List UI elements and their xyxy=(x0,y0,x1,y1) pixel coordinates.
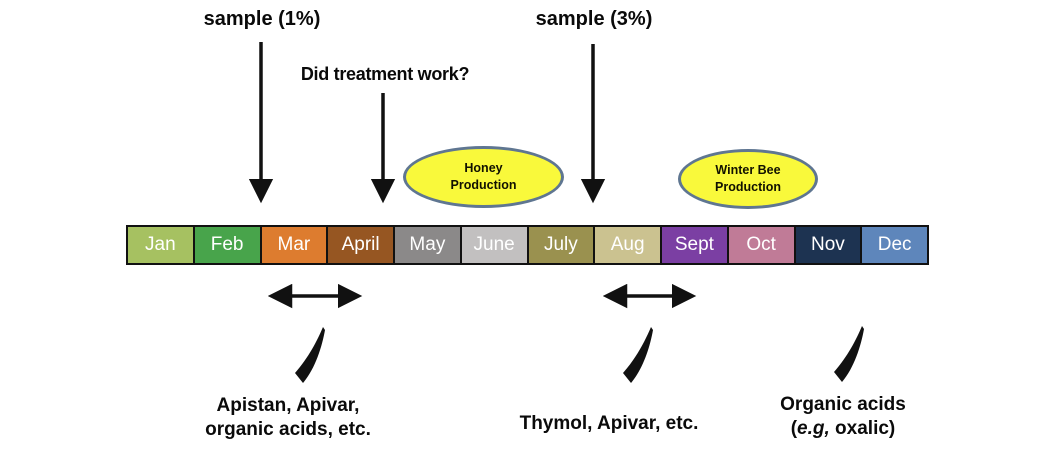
month-cell-feb: Feb xyxy=(194,227,260,263)
winter-line2-italic: e.g, xyxy=(797,418,830,439)
winter-line2-rest: oxalic) xyxy=(829,418,896,439)
winter-line2-open: ( xyxy=(790,418,798,439)
month-cell-april: April xyxy=(328,227,393,263)
month-cell-dec: Dec xyxy=(862,227,927,263)
fall-treatments-line1: Thymol, Apivar, etc. xyxy=(519,413,699,434)
month-timeline-bar: Jan Feb Mar April May June July Aug Sept… xyxy=(126,225,929,265)
month-cell-aug: Aug xyxy=(595,227,660,263)
winter-bee-production-line2: Production xyxy=(715,180,781,194)
month-cell-may: May xyxy=(395,227,460,263)
month-cell-july: July xyxy=(528,227,594,263)
sample-3pct-label: sample (3%) xyxy=(535,8,653,30)
month-cell-mar: Mar xyxy=(261,227,327,263)
sample-1pct-label: sample (1%) xyxy=(203,8,321,30)
month-cell-jan: Jan xyxy=(128,227,193,263)
month-cell-june: June xyxy=(461,227,527,263)
spring-swoosh-arrow xyxy=(295,327,325,383)
spring-treatments-label: Apistan, Apivar, organic acids, etc. xyxy=(163,394,413,442)
honey-production-line2: Production xyxy=(450,178,517,192)
winter-treatments-line2: (e.g, oxalic) xyxy=(718,417,968,441)
spring-treatments-line2: organic acids, etc. xyxy=(205,419,371,440)
winter-bee-production-ellipse: Winter Bee Production xyxy=(678,149,818,209)
fall-swoosh-arrow xyxy=(623,327,653,383)
month-cell-oct: Oct xyxy=(728,227,794,263)
winter-swoosh-arrow xyxy=(834,326,864,382)
honey-production-ellipse: Honey Production xyxy=(403,146,564,208)
month-cell-sept: Sept xyxy=(662,227,727,263)
winter-bee-production-line1: Winter Bee xyxy=(715,163,781,178)
did-treatment-work-label: Did treatment work? xyxy=(300,64,470,84)
honey-production-line1: Honey xyxy=(464,161,503,176)
month-cell-nov: Nov xyxy=(795,227,861,263)
winter-treatments-line1: Organic acids xyxy=(780,394,906,415)
spring-treatments-line1: Apistan, Apivar, xyxy=(216,395,360,416)
fall-treatments-label: Thymol, Apivar, etc. xyxy=(484,412,734,436)
winter-treatments-label: Organic acids (e.g, oxalic) xyxy=(718,393,968,441)
